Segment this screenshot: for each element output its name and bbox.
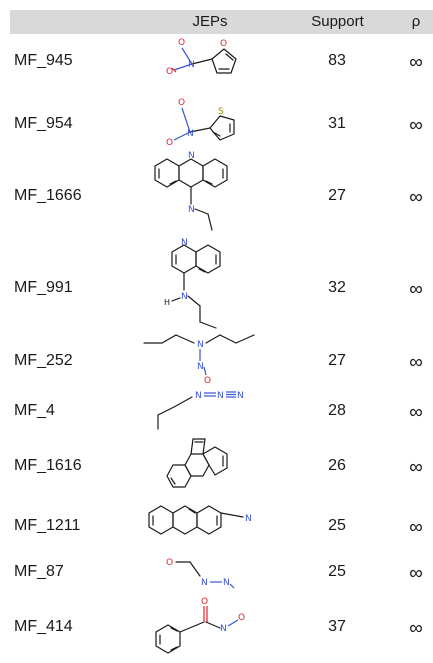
svg-text:O: O <box>178 98 185 108</box>
row-rho: ∞ <box>409 618 423 639</box>
propylazide-structure-icon: N N N <box>157 391 244 430</box>
svg-text:N: N <box>197 340 204 350</box>
row-id: MF_414 <box>14 618 73 635</box>
svg-text:N: N <box>195 391 202 401</box>
svg-text:S: S <box>218 107 224 117</box>
row-rho: ∞ <box>409 187 423 208</box>
row-support: 27 <box>328 187 346 204</box>
svg-text:O: O <box>166 138 173 148</box>
svg-text:N: N <box>188 151 195 161</box>
svg-text:O: O <box>178 38 185 48</box>
row-support: 28 <box>328 402 346 419</box>
svg-text:N: N <box>188 60 195 70</box>
acenaphthylene-structure-icon <box>166 438 228 488</box>
svg-text:N: N <box>220 624 227 634</box>
svg-text:N: N <box>188 205 195 215</box>
dipropylnitrosamine-structure-icon: N N O <box>143 334 255 386</box>
svg-text:O: O <box>201 597 208 607</box>
row-rho: ∞ <box>409 352 423 373</box>
svg-text:N: N <box>223 578 230 588</box>
row-id: MF_945 <box>14 52 73 69</box>
svg-text:O: O <box>166 558 173 568</box>
svg-text:O: O <box>238 613 245 623</box>
column-header-jeps: JEPs <box>192 13 228 30</box>
row-support: 31 <box>328 115 346 132</box>
row-id: MF_4 <box>14 402 55 419</box>
methoxymethyl-nitrogen-structure-icon: O N N <box>166 558 235 589</box>
row-id: MF_954 <box>14 115 73 132</box>
row-rho: ∞ <box>409 115 423 136</box>
row-id: MF_991 <box>14 279 73 296</box>
row-id: MF_1666 <box>14 187 82 204</box>
row-rho: ∞ <box>409 517 423 538</box>
row-support: 83 <box>328 52 346 69</box>
nitrothiophene-structure-icon: N O O S <box>166 98 235 148</box>
aminophenanthrene-structure-icon: N <box>148 505 252 535</box>
row-id: MF_1616 <box>14 457 82 474</box>
row-rho: ∞ <box>409 52 423 73</box>
svg-text:N: N <box>181 292 188 302</box>
column-header-support: Support <box>311 13 364 30</box>
svg-text:N: N <box>187 129 194 139</box>
svg-text:N: N <box>245 514 252 524</box>
row-rho: ∞ <box>409 563 423 584</box>
svg-text:O: O <box>220 39 227 49</box>
row-id: MF_252 <box>14 352 73 369</box>
row-rho: ∞ <box>409 402 423 423</box>
propylaminoquinoline-structure-icon: N N H <box>164 238 221 329</box>
svg-text:N: N <box>197 362 204 372</box>
row-rho: ∞ <box>409 457 423 478</box>
svg-text:N: N <box>181 238 188 248</box>
row-support: 32 <box>328 279 346 296</box>
column-header-rho: ρ <box>411 13 421 30</box>
nitrofuran-structure-icon: N O O O <box>166 38 237 77</box>
svg-text:O: O <box>204 376 211 386</box>
row-support: 27 <box>328 352 346 369</box>
benzoyl-nitroso-structure-icon: O N O <box>155 597 245 654</box>
svg-text:N: N <box>237 391 244 401</box>
svg-text:O: O <box>166 67 173 77</box>
row-support: 25 <box>328 563 346 580</box>
row-support: 26 <box>328 457 346 474</box>
row-support: 25 <box>328 517 346 534</box>
ethylaminoacridine-structure-icon: N N <box>154 151 228 231</box>
row-rho: ∞ <box>409 279 423 300</box>
svg-text:N: N <box>217 391 224 401</box>
row-id: MF_1211 <box>14 517 81 534</box>
table-header: JEPs Support ρ <box>10 10 433 34</box>
row-id: MF_87 <box>14 563 64 580</box>
row-support: 37 <box>328 618 346 635</box>
svg-text:H: H <box>164 298 170 307</box>
svg-text:N: N <box>201 578 208 588</box>
